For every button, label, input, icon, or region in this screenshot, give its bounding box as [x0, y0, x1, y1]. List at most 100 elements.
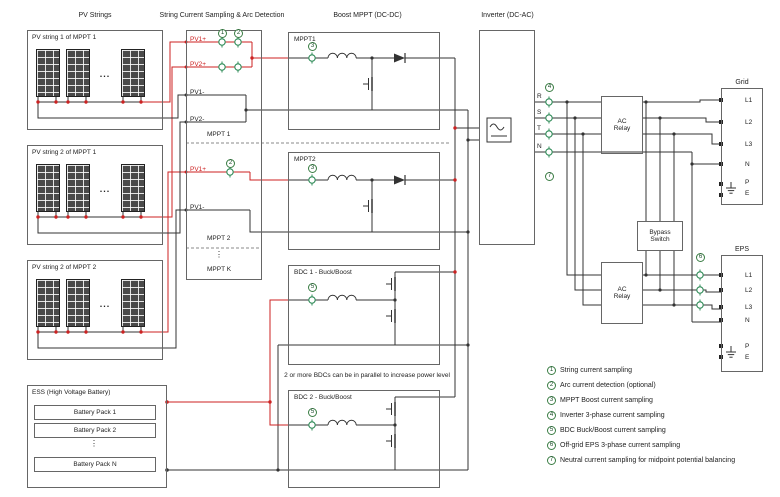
legend-marker-6: 6: [547, 441, 556, 450]
battery-pack-2-label: Battery Pack 2: [73, 427, 117, 434]
bypass-switch-box: Bypass Switch: [637, 221, 683, 251]
eps-e-label: E: [745, 354, 750, 361]
header-sampling: String Current Sampling & Arc Detection: [159, 12, 285, 19]
pv-panel: [36, 49, 60, 97]
eps-l3-label: L3: [745, 304, 753, 311]
legend-text-3: MPPT Boost current sampling: [560, 397, 653, 404]
marker-2: 2: [234, 29, 243, 38]
legend-item-1: 1 String current sampling: [547, 366, 632, 375]
eps-title: EPS: [734, 246, 749, 253]
legend-item-3: 3 MPPT Boost current sampling: [547, 396, 653, 405]
mppt2-label: MPPT2: [294, 156, 316, 163]
current-sensor-icon: [545, 127, 553, 141]
eps-p-label: P: [745, 343, 750, 350]
sampling-mpptk-label: MPPT K: [207, 266, 232, 273]
marker-2: 2: [226, 159, 235, 168]
terminal-pv2-minus: PV2-: [190, 116, 205, 123]
marker-1: 1: [218, 29, 227, 38]
inverter-box: [479, 30, 535, 245]
dc-bus-wiring: [454, 58, 479, 470]
pv-panel: [66, 49, 90, 97]
grid-n-label: N: [745, 161, 750, 168]
pv-string-box-1: PV string 1 of MPPT 1 ...: [27, 30, 163, 130]
grid-e-label: E: [745, 190, 750, 197]
bdc1-label: BDC 1 - Buck/Boost: [294, 269, 352, 276]
pv-panel: [66, 279, 90, 327]
pv-string-2-label: PV string 2 of MPPT 1: [32, 149, 97, 156]
marker-5: 5: [308, 283, 317, 292]
current-sensor-icon: [545, 111, 553, 125]
pv-panel: [36, 279, 60, 327]
battery-pack-2: Battery Pack 2: [34, 423, 156, 438]
header-inverter: Inverter (DC-AC): [481, 12, 534, 19]
phase-n-label: N: [537, 143, 542, 150]
battery-pack-1: Battery Pack 1: [34, 405, 156, 420]
phase-r-label: R: [537, 93, 542, 100]
bdc2-label: BDC 2 - Buck/Boost: [294, 394, 352, 401]
sampling-box: PV1+ PV2+ PV1- PV2- MPPT 1 PV1+ PV1- MPP…: [186, 30, 262, 280]
battery-pack-n-label: Battery Pack N: [73, 461, 117, 468]
grid-l2-label: L2: [745, 119, 753, 126]
pv-string-box-2: PV string 2 of MPPT 1 ...: [27, 145, 163, 245]
legend-marker-1: 1: [547, 366, 556, 375]
marker-3: 3: [308, 42, 317, 51]
current-sensor-icon: [696, 298, 704, 312]
pv-string-1-label: PV string 1 of MPPT 1: [32, 34, 97, 41]
junction-dots-black: [165, 56, 694, 472]
inverter-symbol: [486, 117, 512, 143]
bdc-parallel-note: 2 or more BDCs can be in parallel to inc…: [284, 372, 450, 379]
ac-relay-2-box: AC Relay: [601, 262, 643, 324]
legend-marker-2: 2: [547, 381, 556, 390]
legend-marker-4: 4: [547, 411, 556, 420]
grid-l1-label: L1: [745, 97, 753, 104]
eps-l2-label: L2: [745, 287, 753, 294]
bdc2-box: BDC 2 - Buck/Boost: [288, 390, 440, 488]
terminal-pv2-plus: PV2+: [190, 61, 207, 68]
pv-panel: [36, 164, 60, 212]
grid-box: L1 L2 L3 N P E: [721, 88, 763, 205]
grid-p-label: P: [745, 179, 750, 186]
legend-item-5: 5 BDC Buck/Boost current sampling: [547, 426, 666, 435]
eps-n-label: N: [745, 317, 750, 324]
current-sensor-icon: [696, 268, 704, 282]
terminal-pv1-minus-a: PV1-: [190, 89, 205, 96]
pv-panel-ellipsis: ...: [99, 184, 111, 194]
marker-4: 4: [545, 83, 554, 92]
pv-string-3-label: PV string 2 of MPPT 2: [32, 264, 97, 271]
sampling-ellipsis: ⋮: [215, 250, 223, 259]
marker-7: 7: [545, 172, 554, 181]
terminal-pv1-plus-b: PV1+: [190, 166, 207, 173]
mppt1-box: MPPT1: [288, 32, 440, 130]
eps-l1-label: L1: [745, 272, 753, 279]
battery-pack-ellipsis: ⋮: [90, 439, 98, 448]
marker-6: 6: [696, 253, 705, 262]
current-sensor-icon: [545, 95, 553, 109]
legend-item-6: 6 Off-grid EPS 3-phase current sampling: [547, 441, 680, 450]
grid-title: Grid: [735, 79, 749, 86]
ac-relay-1-box: AC Relay: [601, 96, 643, 154]
current-sensor-icon: [545, 145, 553, 159]
ess-title: ESS (High Voltage Battery): [32, 389, 111, 396]
pv-panel: [121, 164, 145, 212]
legend-marker-3: 3: [547, 396, 556, 405]
bypass-switch-label: Bypass Switch: [649, 228, 671, 244]
legend-marker-5: 5: [547, 426, 556, 435]
legend-marker-7: 7: [547, 456, 556, 465]
marker-3: 3: [308, 164, 317, 173]
pv-panel: [121, 279, 145, 327]
terminal-pv1-plus-a: PV1+: [190, 36, 207, 43]
battery-pack-n: Battery Pack N: [34, 457, 156, 472]
pv-string-box-3: PV string 2 of MPPT 2 ...: [27, 260, 163, 360]
legend-text-6: Off-grid EPS 3-phase current sampling: [560, 442, 681, 449]
pv-panel: [66, 164, 90, 212]
pv-panel-ellipsis: ...: [99, 299, 111, 309]
phase-t-label: T: [537, 125, 541, 132]
sampling-mppt2-label: MPPT 2: [207, 235, 231, 242]
current-sensor-icon: [696, 283, 704, 297]
legend-text-4: Inverter 3-phase current sampling: [560, 412, 665, 419]
pv-panel: [121, 49, 145, 97]
legend-text-7: Neutral current sampling for midpoint po…: [560, 457, 736, 464]
grid-l3-label: L3: [745, 141, 753, 148]
